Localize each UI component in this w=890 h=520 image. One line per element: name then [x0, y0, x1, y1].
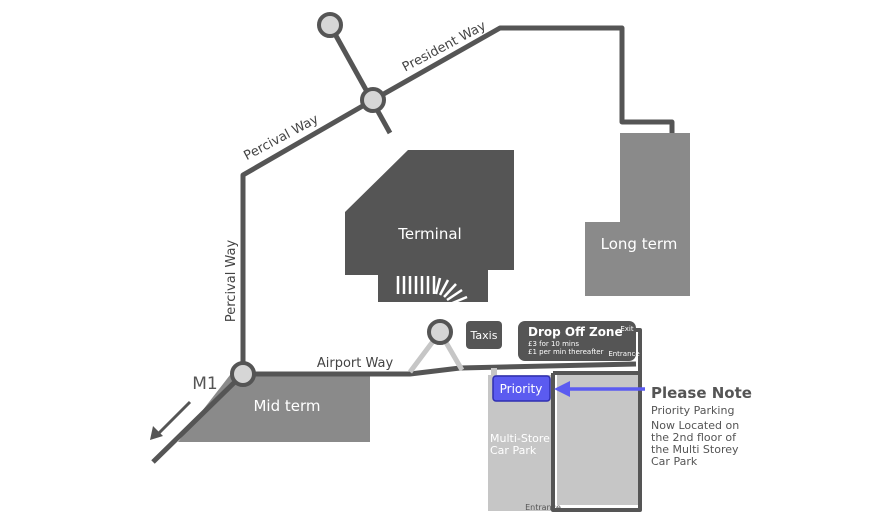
roundabout-president-way[interactable] — [360, 87, 386, 113]
roundabout-terminal[interactable] — [427, 319, 453, 345]
note-line5: Car Park — [651, 455, 698, 468]
terminal-label: Terminal — [397, 225, 461, 243]
m1-road — [151, 372, 245, 464]
note-line1: Priority Parking — [651, 404, 734, 417]
percival-way-road — [240, 97, 375, 372]
priority-parking[interactable] — [492, 375, 551, 402]
drop-off-zone[interactable] — [518, 321, 636, 361]
drop-off-price-line1: £3 for 10 mins — [528, 340, 579, 348]
mid-term-label: Mid term — [253, 397, 320, 415]
president-way-road — [371, 25, 675, 133]
terminal-stairs — [396, 276, 471, 315]
airport-way-road — [243, 361, 637, 377]
taxis-label: Taxis — [470, 329, 498, 342]
priority-label: Priority — [500, 382, 543, 396]
terminal-building[interactable] — [345, 150, 514, 302]
m1-direction-arrow-icon — [150, 400, 192, 440]
note-line3: the 2nd floor of — [651, 431, 737, 444]
percival-way-lower-label: Percival Way — [224, 240, 239, 323]
roundabout-north[interactable] — [317, 12, 343, 38]
drop-off-entrance-label: Entrance — [608, 350, 639, 358]
entrance-bottom-label: Entrance — [525, 503, 561, 512]
roundabout-north-spur — [327, 23, 393, 135]
taxi-rank[interactable] — [466, 321, 502, 349]
multi-storey-label-line1: Multi-Store — [490, 432, 550, 445]
roundabout-m1[interactable] — [230, 361, 256, 387]
note-line4: the Multi Storey — [651, 443, 739, 456]
drop-off-title: Drop Off Zone — [528, 325, 623, 339]
note-title: Please Note — [651, 384, 752, 402]
roads — [151, 23, 675, 464]
note-pointer-arrow-icon — [554, 381, 645, 397]
long-term-car-park[interactable] — [585, 133, 690, 296]
drop-off-price-line2: £1 per min thereafter — [528, 348, 604, 356]
multi-storey-label-line2: Car Park — [490, 444, 537, 457]
note-line2: Now Located on — [651, 419, 739, 432]
president-way-label: President Way — [400, 18, 489, 75]
long-term-label: Long term — [601, 235, 678, 253]
drop-off-exit-label: Exit — [620, 325, 634, 333]
m1-label: M1 — [192, 374, 217, 394]
airport-way-label: Airport Way — [317, 356, 394, 371]
